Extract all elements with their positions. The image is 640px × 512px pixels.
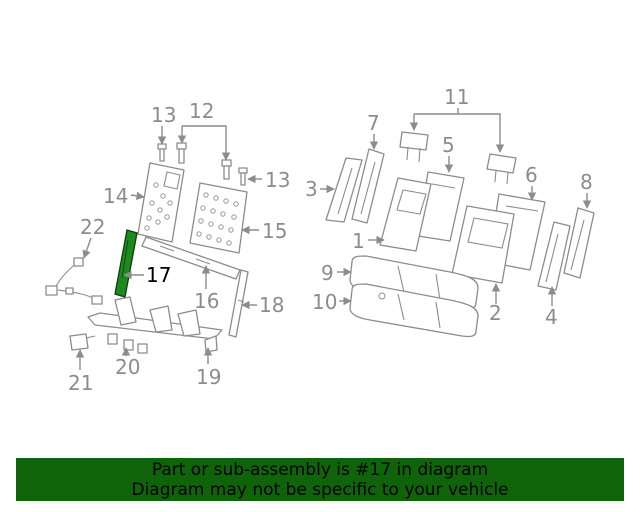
callout-21: 21 bbox=[68, 371, 93, 395]
callout-6: 6 bbox=[525, 163, 538, 187]
parts-diagram: 1 2 3 4 5 6 7 8 9 10 11 12 13 13 14 15 1… bbox=[45, 85, 595, 395]
callout-22: 22 bbox=[80, 215, 105, 239]
callout-12: 12 bbox=[189, 99, 214, 123]
part-22-wire-harness bbox=[45, 257, 103, 305]
callout-8: 8 bbox=[580, 170, 593, 194]
part-13-bolt-left bbox=[157, 143, 167, 162]
part-11-headrest-right bbox=[486, 153, 517, 185]
part-15-seatback-panel-right bbox=[189, 182, 248, 254]
callout-4: 4 bbox=[545, 305, 558, 329]
part-12-bolt-right bbox=[221, 159, 232, 180]
part-8-side-bolster-right-cover bbox=[563, 207, 595, 279]
callout-7: 7 bbox=[367, 111, 380, 135]
part-17-bracket-highlighted bbox=[114, 229, 138, 298]
callout-19: 19 bbox=[196, 365, 221, 389]
callout-labels: 1 2 3 4 5 6 7 8 9 10 11 12 13 13 14 15 1… bbox=[68, 85, 593, 395]
part-21-latch-block bbox=[69, 333, 96, 351]
callout-3: 3 bbox=[305, 177, 318, 201]
info-banner: Part or sub-assembly is #17 in diagram D… bbox=[16, 458, 624, 501]
part-11-headrest-left bbox=[399, 131, 429, 163]
callout-1: 1 bbox=[352, 229, 365, 253]
part-14-seatback-panel-left bbox=[137, 162, 185, 243]
callout-20: 20 bbox=[115, 355, 140, 379]
part-13-bolt-right bbox=[238, 167, 248, 186]
callout-16: 16 bbox=[194, 289, 219, 313]
leader-lines bbox=[75, 108, 592, 370]
part-3-side-bolster-left bbox=[325, 157, 363, 223]
callout-9: 9 bbox=[321, 261, 334, 285]
part-7-side-bolster-left-cover bbox=[351, 148, 385, 224]
part-18-side-bracket bbox=[228, 269, 249, 338]
callout-5: 5 bbox=[442, 133, 455, 157]
part-16-cross-bar bbox=[141, 236, 241, 280]
banner-line-disclaimer: Diagram may not be specific to your vehi… bbox=[131, 479, 509, 500]
callout-10: 10 bbox=[312, 290, 337, 314]
callout-11: 11 bbox=[444, 85, 469, 109]
callout-17: 17 bbox=[146, 263, 171, 287]
part-1-seatback-left bbox=[379, 177, 432, 252]
callout-13-left: 13 bbox=[151, 103, 176, 127]
part-20-rail-clips bbox=[107, 333, 148, 354]
callout-18: 18 bbox=[259, 293, 284, 317]
banner-line-part-number: Part or sub-assembly is #17 in diagram bbox=[151, 459, 489, 480]
callout-2: 2 bbox=[489, 301, 502, 325]
callout-14: 14 bbox=[103, 184, 128, 208]
callout-15: 15 bbox=[262, 219, 287, 243]
callout-13-right: 13 bbox=[265, 168, 290, 192]
part-4-side-bolster-right bbox=[537, 221, 571, 291]
part-2-seatback-right bbox=[451, 205, 515, 284]
part-19-frame-rail bbox=[87, 296, 223, 353]
part-10-seat-cushion-lower bbox=[349, 283, 479, 338]
part-12-bolt-left bbox=[176, 142, 187, 164]
